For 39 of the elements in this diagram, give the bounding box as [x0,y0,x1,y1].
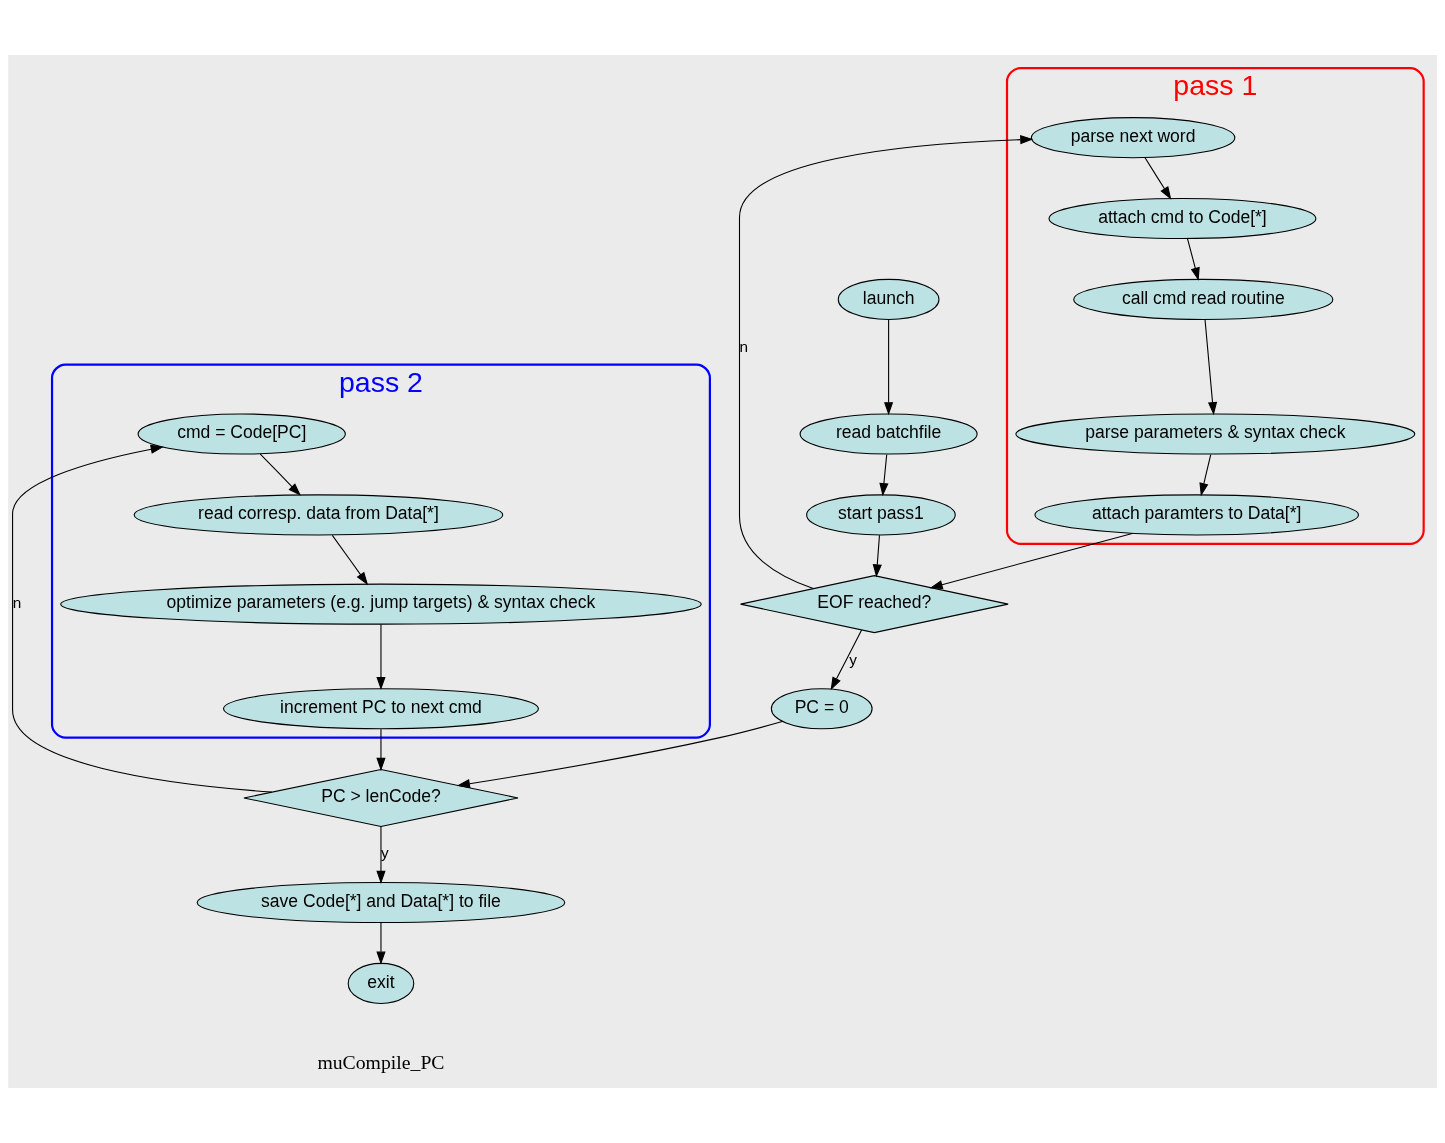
node-ellipse: launch [837,278,940,320]
arrow [376,922,386,965]
arrow [884,319,894,416]
arrow [1204,319,1218,416]
node-diamond: PC > lenCode? [243,768,519,828]
arrow [376,728,386,771]
arrow [376,623,386,691]
arrow [738,135,1034,590]
arrow [872,534,882,578]
arrow [12,444,273,793]
arrow [331,534,369,586]
node-ellipse: optimize parameters (e.g. jump targets) & syntax check [60,583,702,625]
label: muCompile_PC [317,1050,445,1073]
node-ellipse: parse next word [1030,117,1236,159]
node-ellipse: call cmd read routine [1073,278,1334,320]
node-ellipse: increment PC to next cmd [223,688,539,730]
arrow [929,532,1133,590]
arrow [259,453,301,496]
node-ellipse: parse parameters & syntax check [1015,413,1416,455]
arrow [376,825,386,885]
edge-label: y [849,650,857,668]
arrow [879,454,889,497]
node-ellipse: read corresp. data from Data[*] [133,494,504,536]
node-ellipse: read batchfile [799,413,978,455]
node-ellipse: PC = 0 [770,688,873,730]
arrow [1186,238,1200,281]
arrow [1144,157,1172,200]
node-ellipse: save Code[*] and Data[*] to file [196,881,566,924]
edge-label: n [739,337,749,355]
node-ellipse: attach cmd to Code[*] [1048,197,1317,240]
arrow [456,720,783,789]
node-ellipse: attach paramters to Data[*] [1034,494,1360,536]
edge-label: n [12,594,22,612]
edge-label: y [380,844,389,862]
node-diamond: EOF reached? [740,575,1009,634]
node-ellipse: start pass1 [806,494,956,536]
node-ellipse: exit [347,962,415,1004]
arrow [1199,454,1212,497]
arrow [830,629,863,691]
